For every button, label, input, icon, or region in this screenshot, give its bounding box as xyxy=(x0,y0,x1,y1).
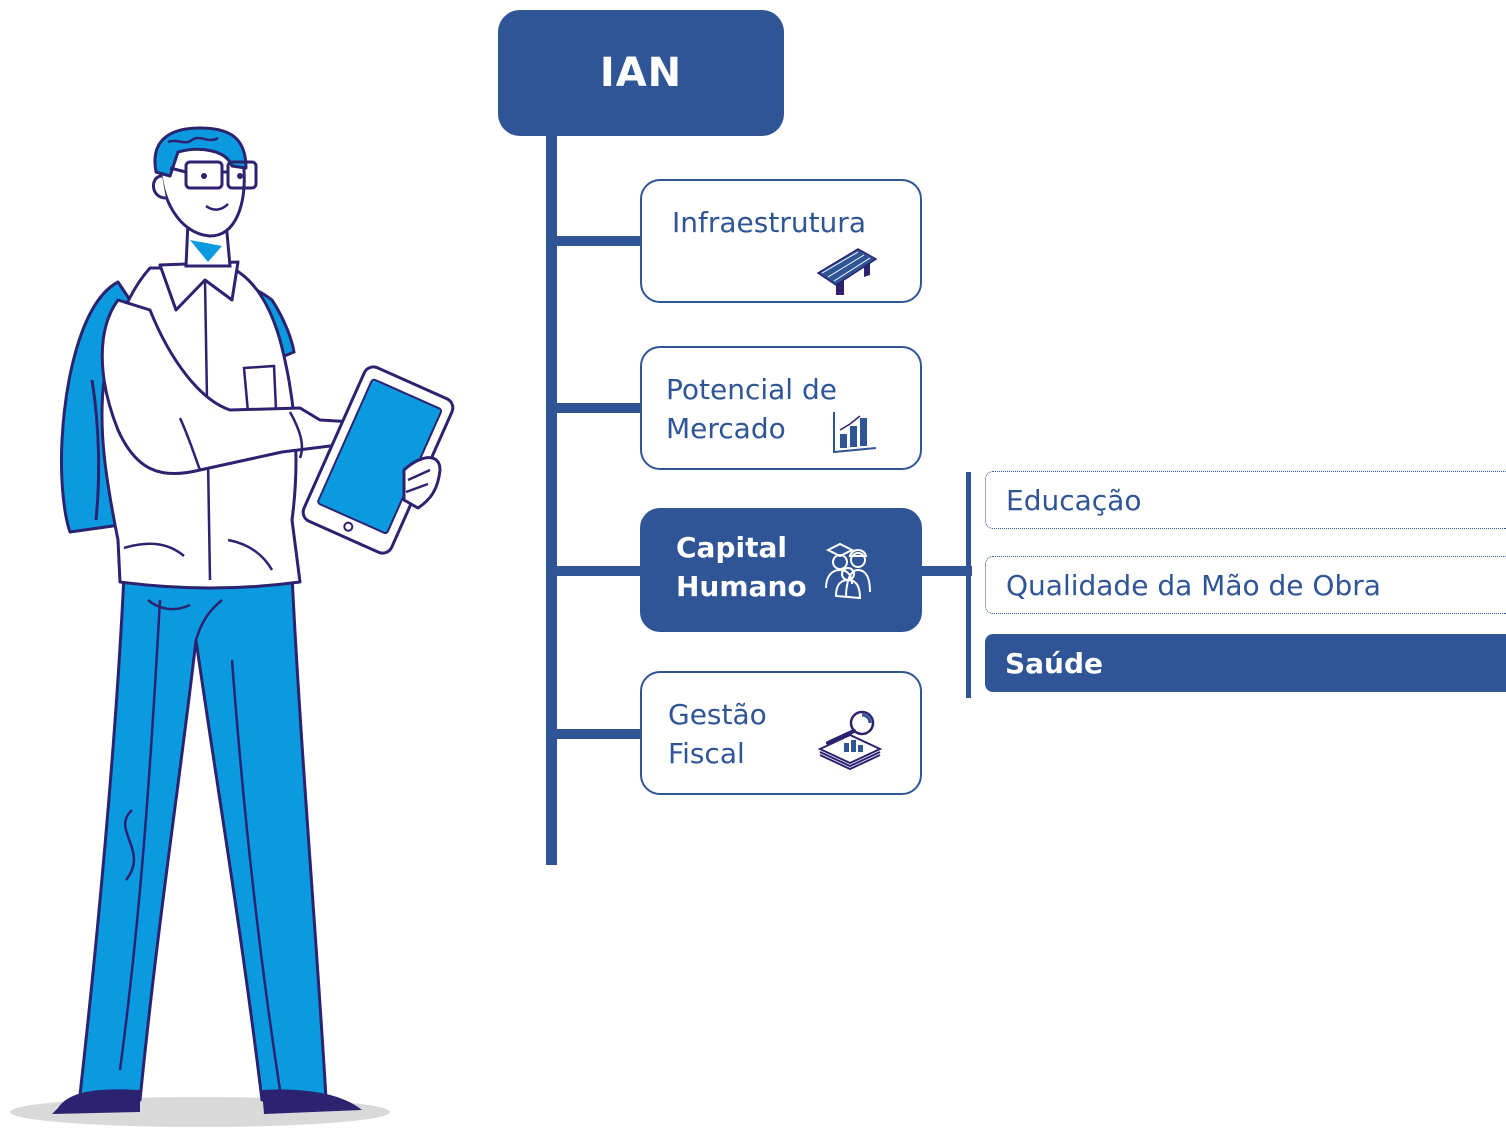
holding-hand xyxy=(402,456,442,510)
category-infraestrutura[interactable]: Infraestrutura xyxy=(640,179,922,303)
left-shoe xyxy=(52,1089,140,1114)
subitems-connector xyxy=(922,566,972,576)
branch-infraestrutura xyxy=(546,236,642,246)
category-label: Potencial de Mercado xyxy=(666,373,837,445)
people-icon xyxy=(825,542,871,600)
subitems-bracket xyxy=(966,472,971,698)
category-capital-humano[interactable]: Capital Humano xyxy=(640,508,922,632)
subitem-educacao[interactable]: Educação xyxy=(985,471,1506,529)
subitem-label: Educação xyxy=(1006,483,1142,517)
root-label: IAN xyxy=(599,50,683,96)
tree-trunk xyxy=(546,134,557,865)
category-potencial-de-mercado[interactable]: Potencial de Mercado xyxy=(640,346,922,470)
glasses xyxy=(169,160,258,190)
root-node: IAN xyxy=(498,10,784,136)
bridge-icon xyxy=(816,248,878,295)
magnifier-documents-icon xyxy=(817,710,883,771)
student-illustration xyxy=(10,126,455,1127)
branch-capital xyxy=(546,566,642,576)
category-label: Gestão Fiscal xyxy=(668,698,767,770)
bar-chart-icon xyxy=(833,412,877,454)
pointing-arm xyxy=(100,298,390,476)
right-shoe xyxy=(262,1089,362,1114)
subitem-label: Saúde xyxy=(1005,646,1104,680)
category-label: Capital Humano xyxy=(676,531,807,603)
subitem-saude[interactable]: Saúde xyxy=(985,634,1506,692)
subitem-qualidade-mao-de-obra[interactable]: Qualidade da Mão de Obra xyxy=(985,556,1506,614)
subitem-label: Qualidade da Mão de Obra xyxy=(1006,568,1381,602)
branch-potencial xyxy=(546,403,642,413)
category-label: Infraestrutura xyxy=(672,206,866,239)
branch-gestao xyxy=(546,729,642,739)
pants xyxy=(78,573,328,1102)
category-gestao-fiscal[interactable]: Gestão Fiscal xyxy=(640,671,922,795)
